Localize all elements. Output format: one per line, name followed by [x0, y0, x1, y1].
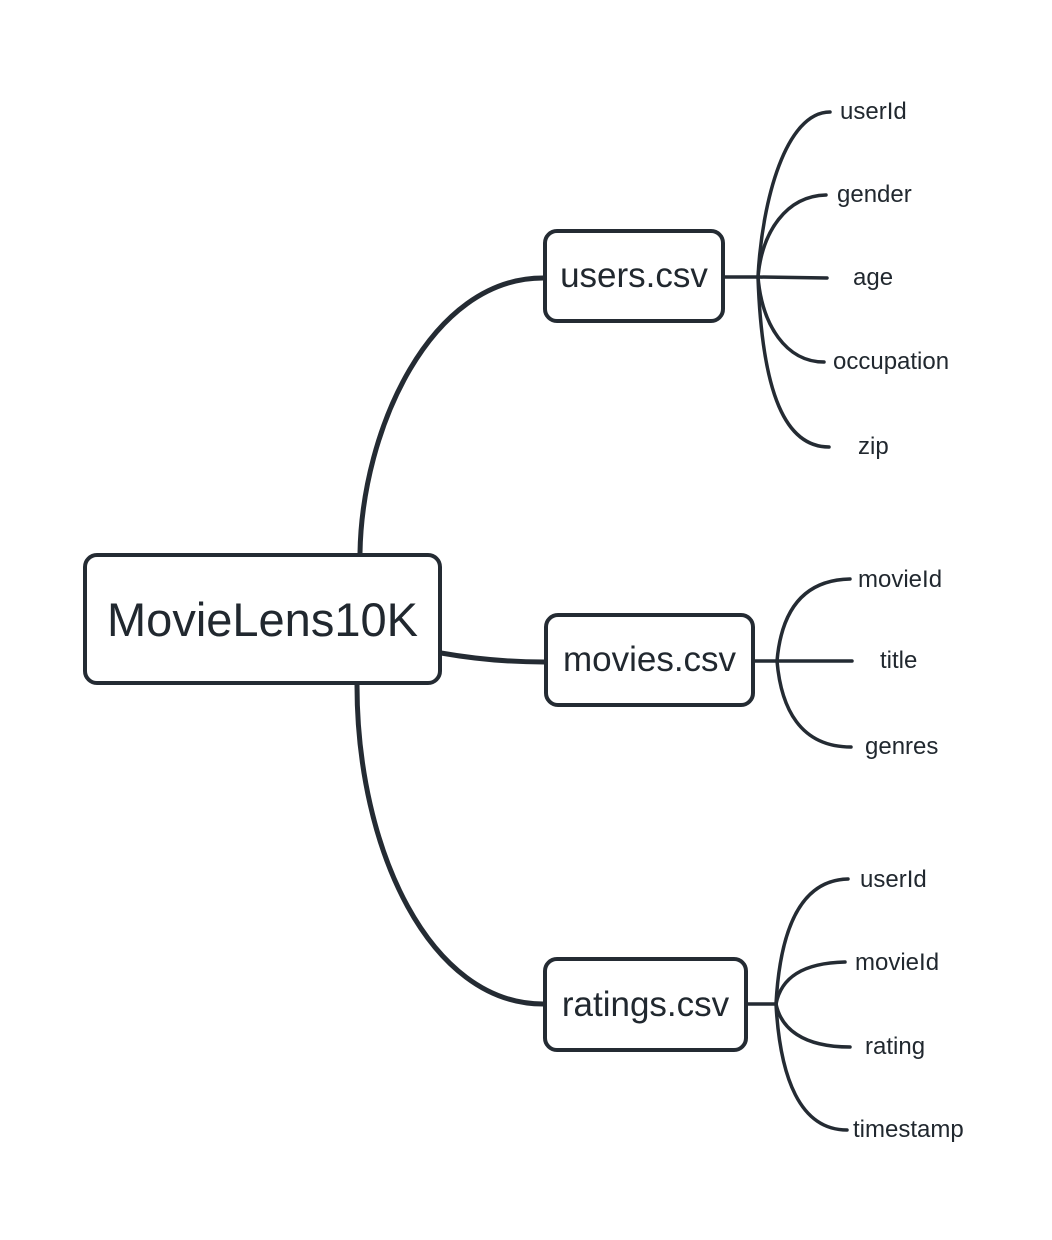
node-movies-csv[interactable]: movies.csv	[544, 613, 755, 707]
field-users-gender[interactable]: gender	[837, 181, 912, 208]
node-movies-label: movies.csv	[562, 640, 737, 679]
edge-ratings-rating	[774, 1002, 852, 1049]
edge-ratings-timestamp	[774, 1002, 849, 1132]
node-ratings-label: ratings.csv	[561, 984, 730, 1024]
field-ratings-rating[interactable]: rating	[865, 1033, 926, 1060]
edge-users-gender	[756, 193, 828, 279]
field-movies-title[interactable]: title	[880, 647, 918, 674]
field-users-age[interactable]: age	[853, 264, 894, 291]
field-movies-movieid[interactable]: movieId	[858, 566, 943, 593]
edge-root-movies	[438, 650, 547, 665]
node-ratings-csv[interactable]: ratings.csv	[543, 957, 748, 1052]
node-root[interactable]: MovieLens10K	[83, 553, 442, 685]
edge-ratings-movieid	[774, 960, 847, 1006]
node-users-label: users.csv	[560, 256, 708, 295]
edge-root-users	[357, 275, 546, 556]
edge-movies-movieid	[775, 577, 852, 663]
edge-users-age	[756, 275, 829, 280]
field-ratings-movieid[interactable]: movieId	[855, 949, 940, 976]
edge-users-occupation	[756, 275, 826, 364]
field-ratings-timestamp[interactable]: timestamp	[853, 1116, 964, 1143]
field-users-zip[interactable]: zip	[858, 433, 889, 460]
edge-ratings-userid	[774, 877, 850, 1006]
field-ratings-userid[interactable]: userId	[860, 866, 927, 893]
field-users-occupation[interactable]: occupation	[833, 348, 950, 375]
node-users-csv[interactable]: users.csv	[543, 229, 725, 323]
field-movies-genres[interactable]: genres	[865, 733, 939, 760]
edge-root-ratings	[354, 682, 546, 1007]
field-users-userid[interactable]: userId	[840, 98, 907, 125]
node-root-label: MovieLens10K	[107, 592, 418, 646]
edge-movies-genres	[775, 659, 853, 749]
edge-users-userid	[756, 110, 832, 279]
edge-users-zip	[756, 275, 831, 449]
